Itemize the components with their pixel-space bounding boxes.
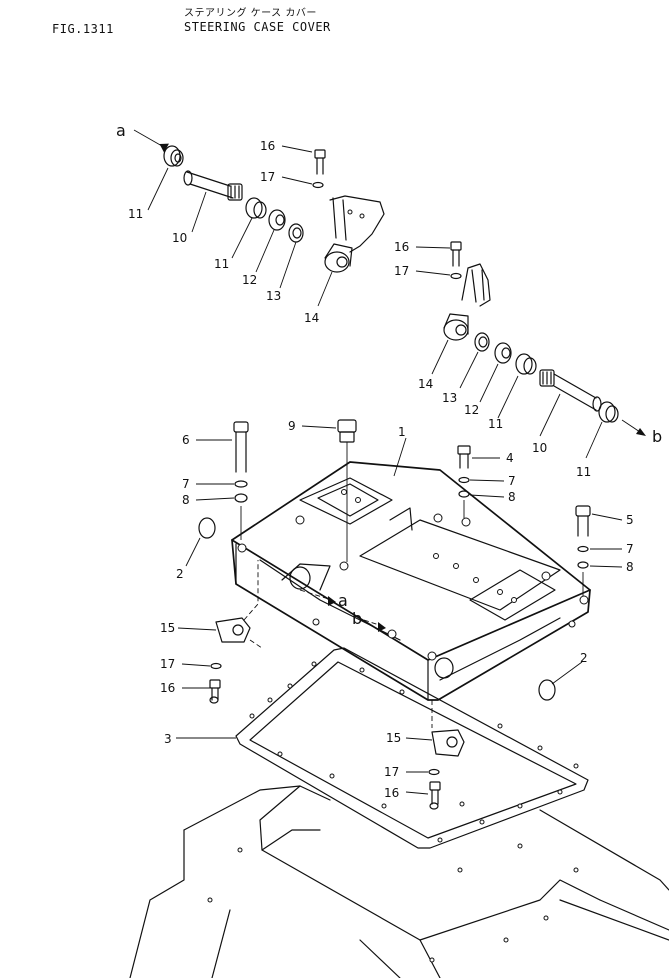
shaft-10-right <box>539 369 602 412</box>
callout-1: 1 <box>398 425 406 439</box>
transmission-housing <box>129 785 669 978</box>
bolt-4 <box>457 445 471 518</box>
callout-14-right: 14 <box>418 377 433 391</box>
bolt-6 <box>233 421 249 540</box>
shaft-10-left <box>183 170 243 201</box>
bolt-16-left <box>312 149 326 189</box>
bearing-11-upper-left <box>163 145 184 167</box>
bracket-15-left <box>209 560 263 704</box>
callout-12-right: 12 <box>464 403 479 417</box>
callout-10-right: 10 <box>532 441 547 455</box>
callout-11-a: 11 <box>128 207 143 221</box>
callout-7-mid: 7 <box>508 474 516 488</box>
callout-11-c: 11 <box>488 417 503 431</box>
callout-4: 4 <box>506 451 514 465</box>
callout-16-c: 16 <box>160 681 175 695</box>
view-indicators <box>299 589 386 632</box>
callout-16-b: 16 <box>394 240 409 254</box>
callout-3: 3 <box>164 732 172 746</box>
lever-14-left <box>324 195 385 273</box>
bolt-5 <box>575 505 591 596</box>
callout-7-left: 7 <box>182 477 190 491</box>
callout-17-d: 17 <box>384 765 399 779</box>
title-japanese: ステアリング ケース カバー <box>184 8 317 19</box>
callout-8-mid: 8 <box>508 490 516 504</box>
callout-11-d: 11 <box>576 465 591 479</box>
breather-9 <box>337 419 357 562</box>
race-12-right <box>494 342 512 364</box>
bearing-11-left-2 <box>245 197 267 219</box>
view-mark-a-cover: a <box>338 591 348 610</box>
callout-17-a: 17 <box>260 170 275 184</box>
shaft-assembly-right <box>443 241 646 436</box>
callout-7-right: 7 <box>626 542 634 556</box>
bolt-16-right <box>450 241 462 280</box>
callout-9: 9 <box>288 419 296 433</box>
figure-number: FIG.1311 <box>52 22 114 36</box>
callout-15-right: 15 <box>386 731 401 745</box>
callout-11-b: 11 <box>214 257 229 271</box>
callout-13-left: 13 <box>266 289 281 303</box>
gasket-3 <box>235 647 589 849</box>
callout-2-right: 2 <box>580 651 588 665</box>
view-mark-b-cover: b <box>352 609 362 628</box>
race-12-left <box>268 209 286 231</box>
callout-10-left: 10 <box>172 231 187 245</box>
plug-2-right <box>538 679 556 701</box>
washer-13-right <box>474 332 490 352</box>
title-english: STEERING CASE COVER <box>184 20 331 34</box>
steering-case-cover <box>231 461 591 701</box>
callout-8-left: 8 <box>182 493 190 507</box>
washer-13-left <box>288 223 304 243</box>
view-mark-a-top: a <box>116 121 126 140</box>
callout-5: 5 <box>626 513 634 527</box>
bearing-11-right-2 <box>598 401 619 423</box>
plug-2-left <box>198 517 216 539</box>
callout-12-left: 12 <box>242 273 257 287</box>
leader-lines <box>147 145 623 795</box>
callout-14-left: 14 <box>304 311 319 325</box>
callout-17-b: 17 <box>394 264 409 278</box>
callout-16-d: 16 <box>384 786 399 800</box>
bearing-11-right-1 <box>515 353 537 375</box>
callout-15-left: 15 <box>160 621 175 635</box>
shaft-assembly-left <box>133 129 385 273</box>
callout-6: 6 <box>182 433 190 447</box>
view-mark-b-right: b <box>652 427 662 446</box>
lever-14-right <box>443 263 491 341</box>
callout-2-left: 2 <box>176 567 184 581</box>
bracket-15-right <box>428 700 465 810</box>
callout-17-c: 17 <box>160 657 175 671</box>
callout-8-right: 8 <box>626 560 634 574</box>
callout-16-a: 16 <box>260 139 275 153</box>
callout-13-right: 13 <box>442 391 457 405</box>
